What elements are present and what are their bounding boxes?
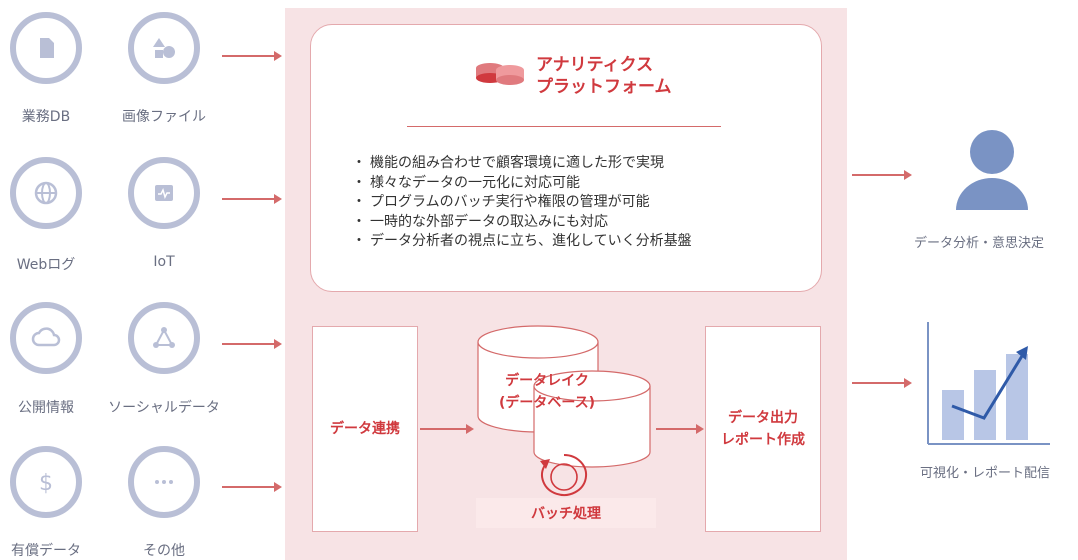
visualization-label: 可視化・レポート配信 bbox=[920, 466, 1051, 481]
svg-text:$: $ bbox=[39, 471, 53, 496]
feature-item: 機能の組み合わせで顧客環境に適した形で実現 bbox=[352, 154, 692, 174]
data-lake-label-line1: データレイク bbox=[505, 373, 589, 389]
source-label: 公開情報 bbox=[18, 400, 74, 416]
arrow-to-visualization bbox=[852, 378, 912, 388]
feature-item: 一時的な外部データの取込みにも対応 bbox=[352, 213, 692, 233]
dollar-icon: $ bbox=[39, 471, 53, 496]
globe-icon bbox=[34, 181, 58, 205]
chip-icon bbox=[155, 185, 173, 201]
data-output-label-line2: レポート作成 bbox=[721, 432, 805, 448]
document-icon bbox=[40, 38, 54, 58]
decision-label: データ分析・意思決定 bbox=[914, 236, 1045, 251]
data-output-label: データ出力 レポート作成 bbox=[721, 407, 805, 451]
data-output-label-line1: データ出力 bbox=[728, 410, 798, 426]
data-output-box: データ出力 レポート作成 bbox=[705, 326, 821, 532]
source-other bbox=[128, 446, 200, 518]
source-web-log bbox=[10, 157, 82, 229]
source-label: IoT bbox=[153, 254, 175, 270]
source-label: 業務DB bbox=[21, 109, 71, 125]
ellipsis-icon bbox=[155, 480, 173, 484]
source-label: ソーシャルデータ bbox=[108, 400, 220, 416]
source-image-file bbox=[128, 12, 200, 84]
source-public-info bbox=[10, 302, 82, 374]
source-label: その他 bbox=[143, 543, 185, 559]
feature-list: 機能の組み合わせで顧客環境に適した形で実現 様々なデータの一元化に対応可能 プロ… bbox=[352, 154, 692, 252]
feature-item: プログラムのバッチ実行や権限の管理が可能 bbox=[352, 193, 692, 213]
shapes-icon bbox=[153, 38, 175, 58]
platform-title: アナリティクス プラットフォーム bbox=[536, 54, 672, 98]
platform-divider bbox=[407, 126, 721, 127]
data-lake-label-line2: (データベース) bbox=[498, 395, 596, 411]
platform-title-line1: アナリティクス bbox=[536, 55, 654, 75]
arrow-source-row4 bbox=[222, 482, 282, 492]
arrow-integration-to-lake bbox=[420, 424, 474, 434]
cloud-icon bbox=[31, 327, 61, 347]
arrow-lake-to-output bbox=[656, 424, 704, 434]
source-iot bbox=[128, 157, 200, 229]
database-stack-icon bbox=[476, 63, 524, 85]
source-business-db bbox=[10, 12, 82, 84]
feature-item: データ分析者の視点に立ち、進化していく分析基盤 bbox=[352, 232, 692, 252]
data-lake-label: データレイク (データベース) bbox=[492, 370, 602, 414]
platform-title-line2: プラットフォーム bbox=[536, 77, 672, 97]
arrow-to-decision bbox=[852, 170, 912, 180]
data-integration-label: データ連携 bbox=[330, 421, 400, 437]
arrow-source-row3 bbox=[222, 339, 282, 349]
source-label: 画像ファイル bbox=[122, 109, 206, 125]
data-lake-cylinder-icon bbox=[477, 325, 651, 468]
source-label: 有償データ bbox=[11, 543, 81, 559]
source-paid-data: $ bbox=[10, 446, 82, 518]
feature-item: 様々なデータの一元化に対応可能 bbox=[352, 174, 692, 194]
person-icon bbox=[956, 130, 1028, 210]
batch-process-label: バッチ処理 bbox=[476, 498, 656, 528]
source-label: Webログ bbox=[16, 257, 76, 273]
bar-chart-icon bbox=[927, 322, 1050, 445]
batch-cycle-icon bbox=[540, 454, 588, 496]
arrow-source-row2 bbox=[222, 194, 282, 204]
data-integration-box: データ連携 bbox=[312, 326, 418, 532]
source-social-data bbox=[128, 302, 200, 374]
network-icon bbox=[153, 327, 175, 348]
arrow-source-row1 bbox=[222, 51, 282, 61]
